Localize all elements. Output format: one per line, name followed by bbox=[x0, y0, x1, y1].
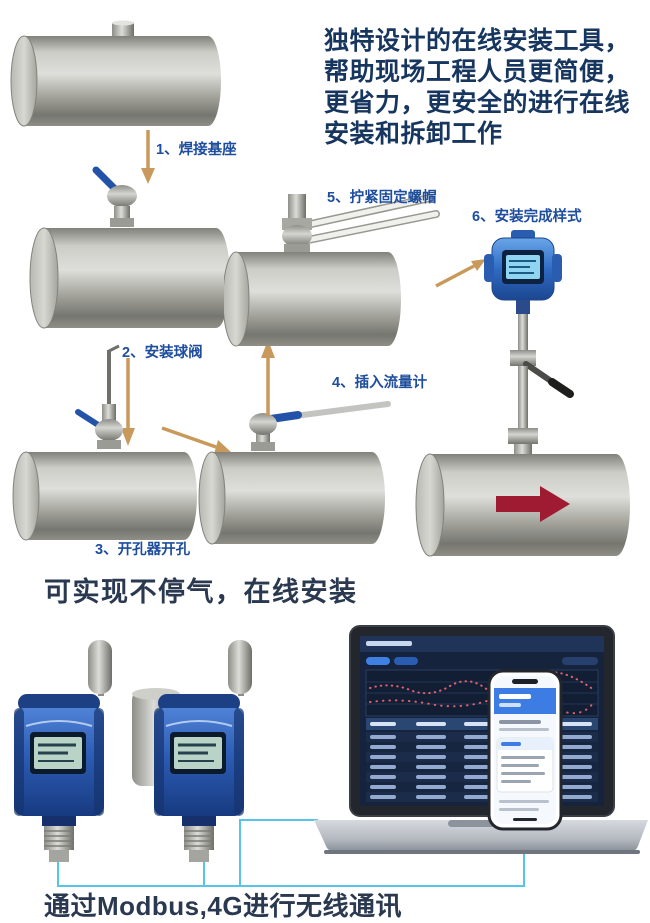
flow-direction-arrow-icon bbox=[496, 486, 570, 522]
app-table-card bbox=[496, 737, 554, 793]
step2-ball-valve-figure bbox=[26, 166, 240, 336]
arrow-right-icon bbox=[161, 426, 231, 454]
step5-tighten-nut-figure bbox=[222, 184, 464, 350]
gas-detector-right bbox=[146, 636, 268, 864]
antenna bbox=[228, 640, 252, 696]
home-indicator bbox=[513, 818, 537, 821]
drill-rod bbox=[107, 344, 120, 406]
ball-valve bbox=[107, 185, 137, 227]
phone-notch bbox=[512, 679, 538, 684]
dashboard-button bbox=[366, 657, 390, 665]
step5-label: 5、拧紧固定螺帽 bbox=[327, 190, 437, 206]
fitting-and-nut bbox=[282, 194, 312, 253]
step2-label: 2、安装球阀 bbox=[122, 345, 203, 361]
threaded-base bbox=[42, 816, 76, 862]
wrench-handles bbox=[298, 194, 440, 244]
step1-label: 1、焊接基座 bbox=[156, 142, 237, 158]
pipe bbox=[198, 451, 385, 545]
step4-label: 4、插入流量计 bbox=[332, 375, 428, 391]
dashboard-button bbox=[394, 657, 418, 665]
pipe bbox=[29, 227, 230, 329]
communication-caption: 通过Modbus,4G进行无线通讯 bbox=[44, 891, 403, 921]
pipe bbox=[222, 251, 401, 347]
arrow-up-icon bbox=[261, 340, 275, 416]
laptop-base bbox=[314, 820, 648, 854]
detector-body bbox=[14, 694, 104, 816]
smartphone-app bbox=[486, 668, 564, 832]
ball-valve bbox=[249, 413, 277, 451]
pipe bbox=[10, 35, 221, 127]
detector-body bbox=[154, 694, 244, 816]
app-header bbox=[494, 688, 556, 714]
step6-completed-meter-figure bbox=[412, 224, 650, 568]
arrow-down-icon bbox=[121, 358, 135, 446]
insertion-handle bbox=[260, 401, 391, 424]
online-install-caption: 可实现不停气，在线安装 bbox=[44, 577, 358, 607]
transmitter-head bbox=[484, 230, 562, 301]
arrow-down-icon bbox=[141, 130, 155, 184]
laptop-dashboard bbox=[312, 624, 650, 862]
antenna bbox=[88, 640, 112, 696]
step3-hole-opener-figure bbox=[12, 344, 208, 546]
step3-label: 3、开孔器开孔 bbox=[95, 542, 191, 558]
arrow-up-right-icon bbox=[435, 259, 486, 288]
step4-insert-meter-figure bbox=[198, 386, 402, 550]
step1-welded-base-figure bbox=[8, 20, 224, 132]
step6-label: 6、安装完成样式 bbox=[472, 209, 582, 225]
pipe bbox=[12, 451, 197, 541]
welded-base-fitting bbox=[112, 20, 134, 38]
meter-stem bbox=[508, 300, 574, 456]
threaded-base bbox=[182, 816, 216, 862]
gas-detector-left bbox=[6, 636, 128, 864]
connection-lines bbox=[57, 819, 525, 887]
ball-valve bbox=[95, 404, 123, 449]
intro-text: 独特设计的在线安装工具， 帮助现场工程人员更简便， 更省力，更安全的进行在线安装… bbox=[324, 27, 631, 148]
